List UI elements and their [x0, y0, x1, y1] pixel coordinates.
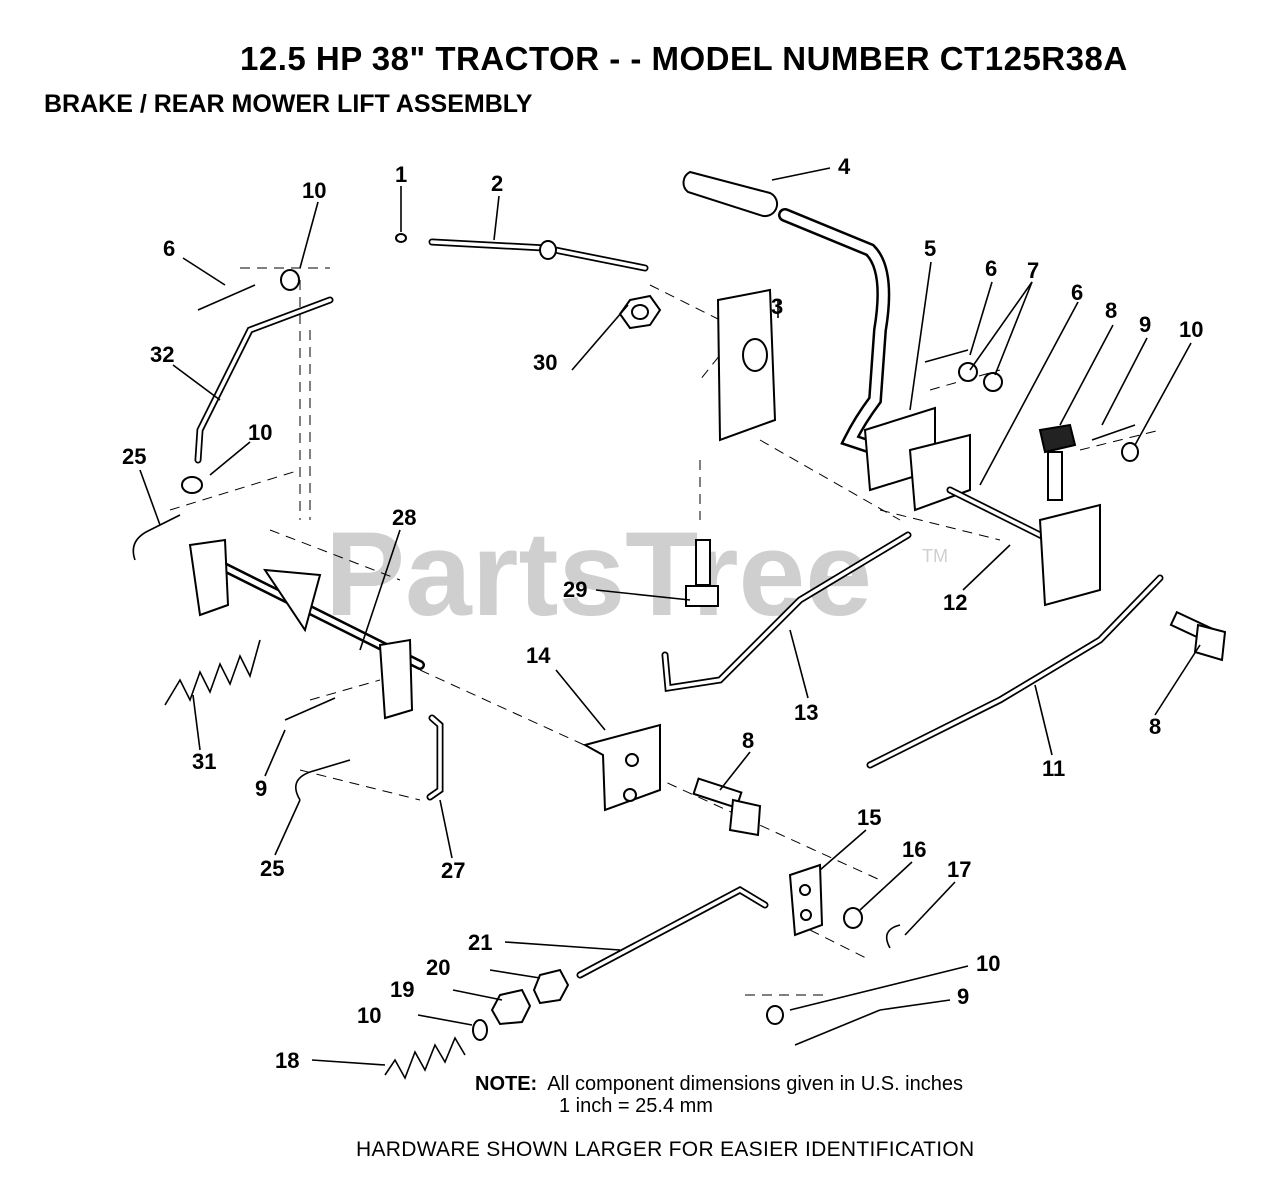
- callout-32: 32: [150, 342, 174, 367]
- callout-31: 31: [192, 749, 216, 774]
- callout-12: 12: [943, 590, 967, 615]
- callout-19: 19: [390, 977, 414, 1002]
- callout-8-mid: 8: [742, 728, 754, 753]
- diagram-subtitle: BRAKE / REAR MOWER LIFT ASSEMBLY: [44, 90, 533, 118]
- callout-10-bottom-left: 10: [357, 1003, 381, 1028]
- assembly-lines: [169, 267, 1161, 996]
- callout-3: 3: [771, 294, 783, 319]
- callout-8-right: 8: [1149, 714, 1161, 739]
- callout-1: 1: [395, 162, 407, 187]
- part-drawings: [132, 170, 1227, 1080]
- callout-10-top-right: 10: [1179, 317, 1203, 342]
- watermark-trademark: TM: [922, 546, 948, 566]
- callout-27: 27: [441, 858, 465, 883]
- callout-11: 11: [1042, 756, 1065, 781]
- diagram-title: 12.5 HP 38" TRACTOR - - MODEL NUMBER CT1…: [240, 40, 1128, 77]
- callout-25-bottom: 25: [260, 856, 284, 881]
- callout-28: 28: [392, 505, 416, 530]
- callout-9-top: 9: [1139, 312, 1151, 337]
- callout-10-top-left: 10: [302, 178, 326, 203]
- callout-4: 4: [838, 154, 851, 179]
- callout-17: 17: [947, 857, 971, 882]
- callout-20: 20: [426, 955, 450, 980]
- callout-5: 5: [924, 236, 936, 261]
- callout-labels: 1 2 3 4 5 6 6 6 7 8 8 8 9 9 9 10 10 10 1…: [122, 154, 1203, 1073]
- callout-6-handle: 6: [985, 256, 997, 281]
- dimension-note: NOTE: All component dimensions given in U…: [475, 1073, 963, 1117]
- callout-29: 29: [563, 577, 587, 602]
- callout-7: 7: [1027, 258, 1039, 283]
- callout-14: 14: [526, 643, 551, 668]
- callout-30: 30: [533, 350, 557, 375]
- callout-2: 2: [491, 171, 503, 196]
- callout-10-bottom-right: 10: [976, 951, 1000, 976]
- callout-21: 21: [468, 930, 492, 955]
- callout-9-left: 9: [255, 776, 267, 801]
- callout-10-mid-left: 10: [248, 420, 272, 445]
- note-line-1: All component dimensions given in U.S. i…: [547, 1073, 963, 1095]
- callout-15: 15: [857, 805, 881, 830]
- hardware-footer: HARDWARE SHOWN LARGER FOR EASIER IDENTIF…: [356, 1138, 975, 1161]
- callout-13: 13: [794, 700, 818, 725]
- note-line-2: 1 inch = 25.4 mm: [559, 1095, 713, 1117]
- callout-18: 18: [275, 1048, 299, 1073]
- leader-lines: [139, 167, 1201, 1066]
- callout-9-bottom: 9: [957, 984, 969, 1009]
- note-label: NOTE:: [475, 1073, 538, 1095]
- callout-6-left: 6: [163, 236, 175, 261]
- callout-16: 16: [902, 837, 926, 862]
- callout-8-top: 8: [1105, 298, 1117, 323]
- callout-25-top: 25: [122, 444, 146, 469]
- callout-6-right: 6: [1071, 280, 1083, 305]
